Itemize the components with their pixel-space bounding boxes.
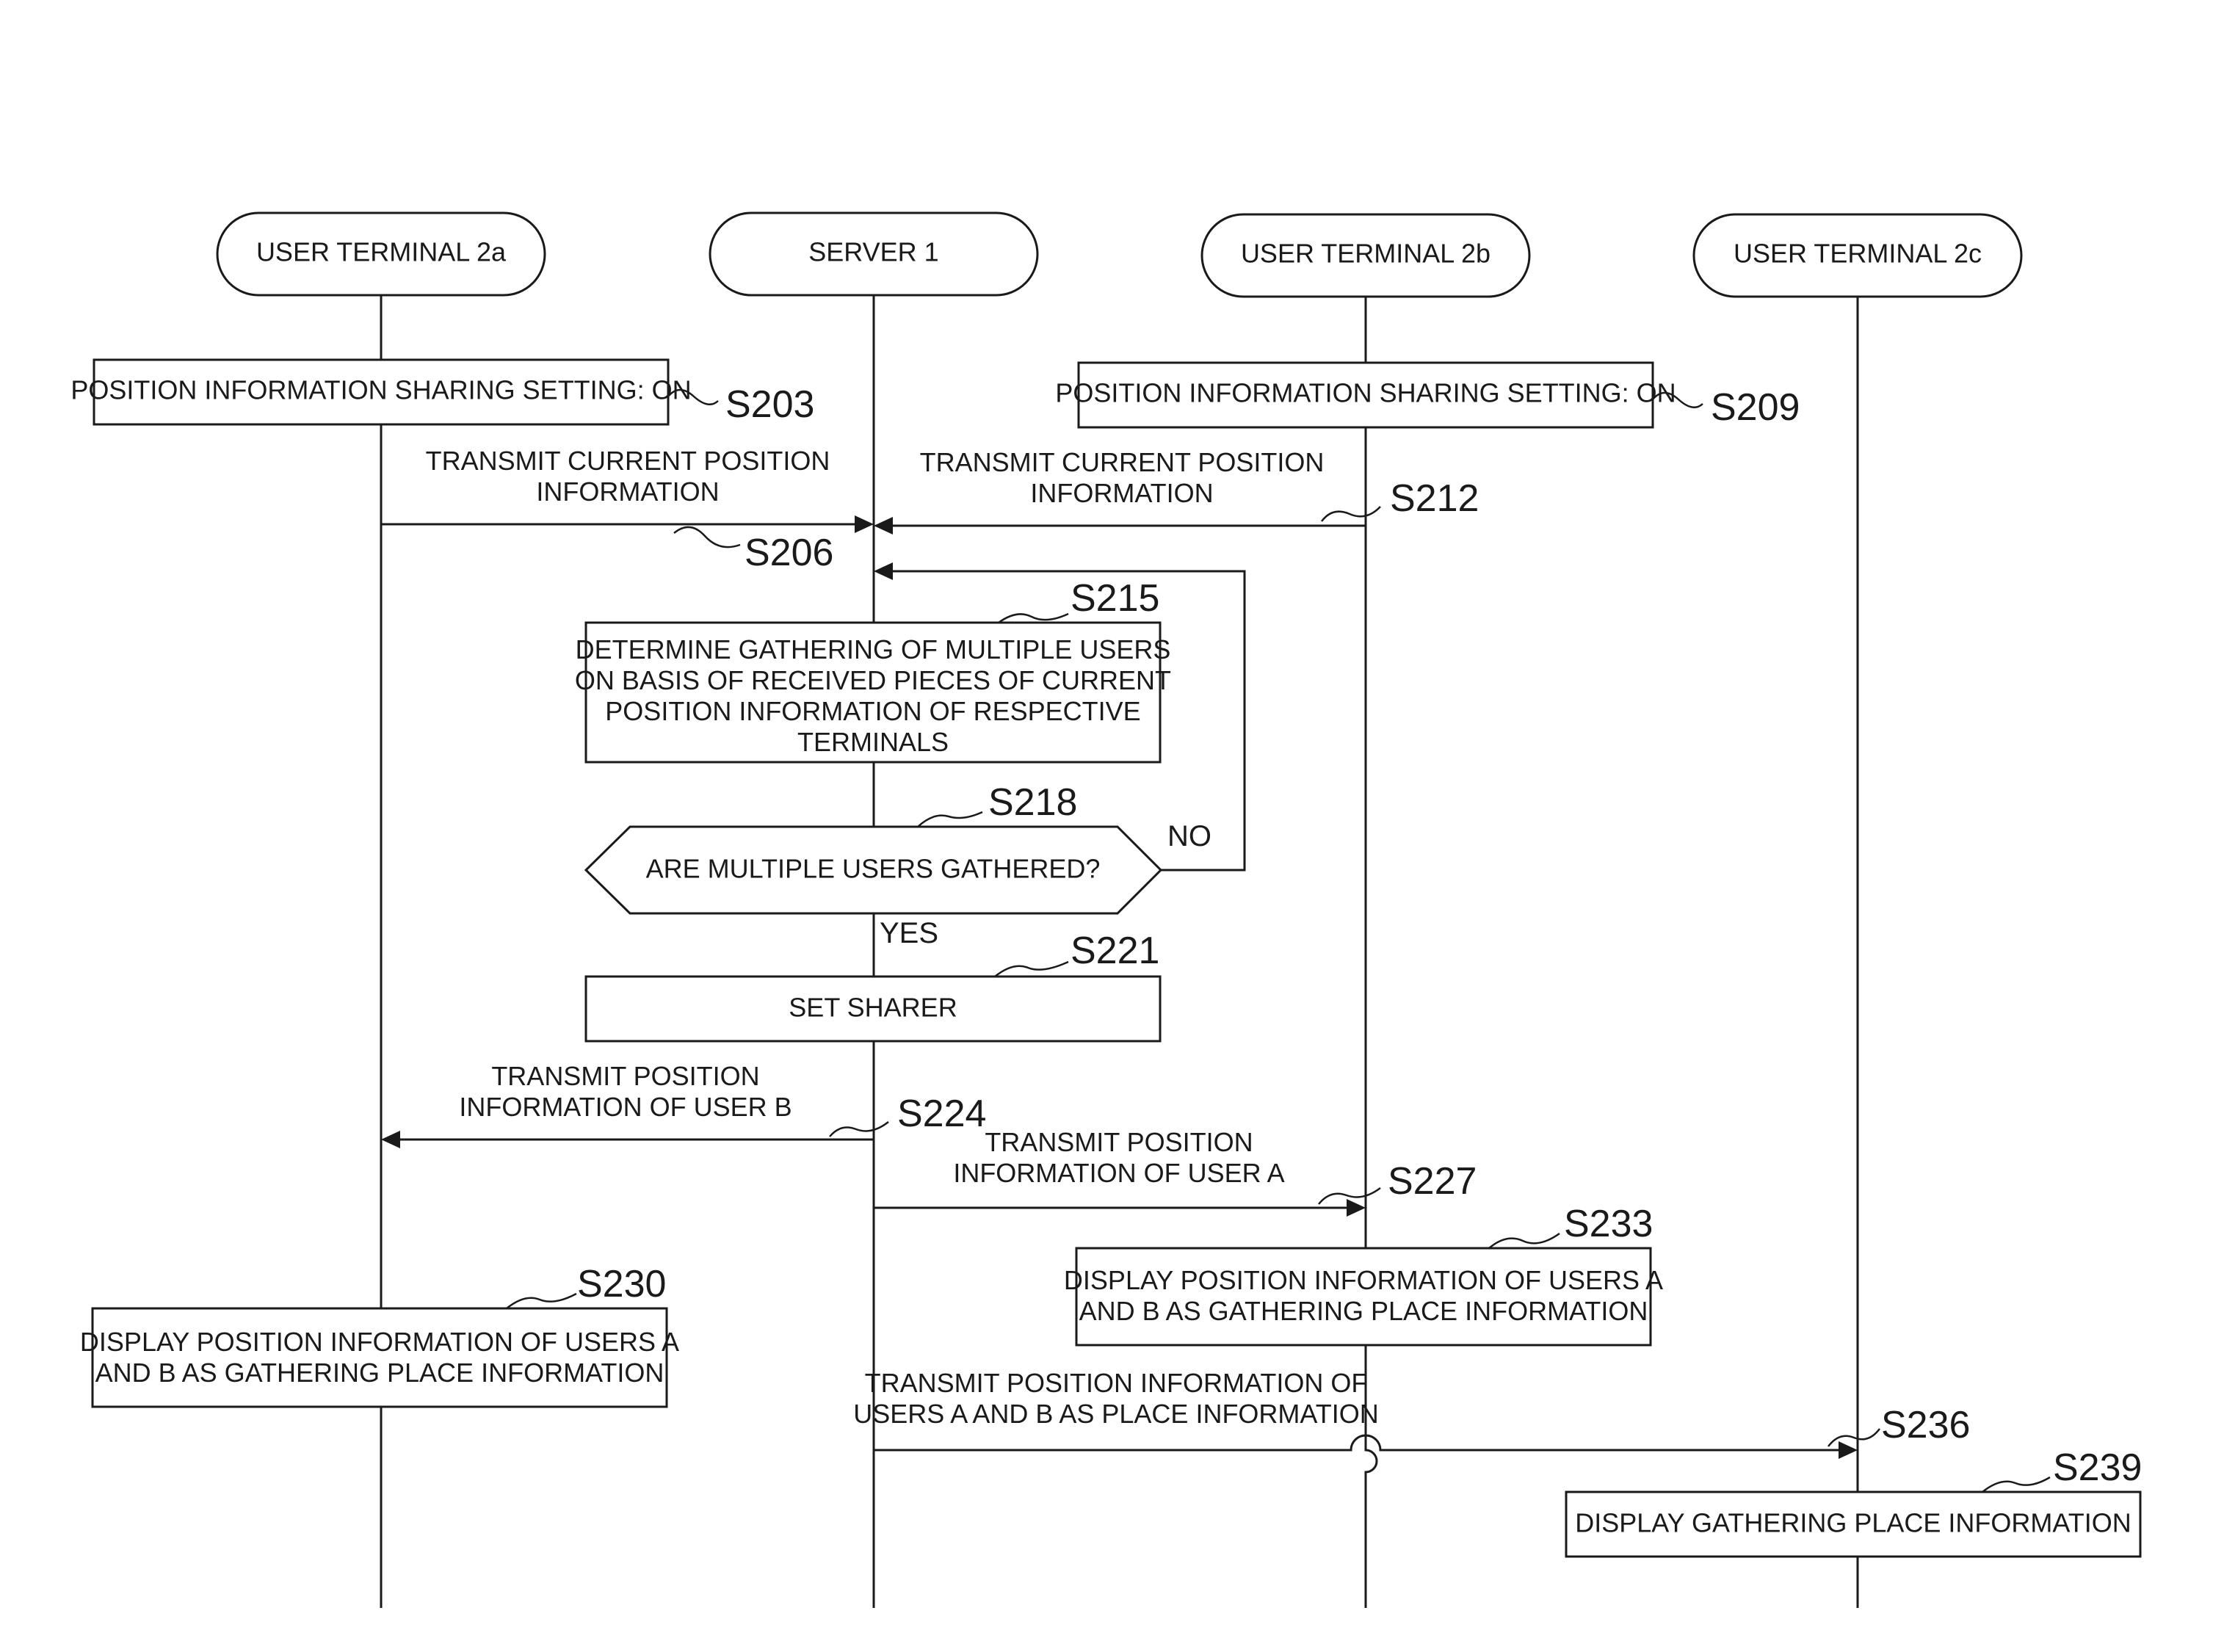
decision-s218: ARE MULTIPLE USERS GATHERED? (586, 827, 1161, 913)
leader-s233 (1489, 1233, 1560, 1248)
arrowhead-s206 (855, 515, 874, 533)
leader-s215 (999, 614, 1068, 623)
message-s236-line1: TRANSMIT POSITION INFORMATION OF (865, 1368, 1368, 1398)
step-label-s206: S206 (745, 532, 833, 574)
leader-s236 (1828, 1429, 1880, 1446)
message-s227-line1: TRANSMIT POSITION (985, 1127, 1253, 1157)
box-text-line1: DISPLAY POSITION INFORMATION OF USERS A (1064, 1265, 1663, 1295)
leader-s206 (674, 527, 740, 547)
leader-s212 (1322, 507, 1380, 521)
box-text-line3: POSITION INFORMATION OF RESPECTIVE (605, 696, 1140, 726)
lane-header-user-terminal-2b: USER TERMINAL 2b (1202, 214, 1529, 297)
message-s212-line1: TRANSMIT CURRENT POSITION (920, 447, 1325, 477)
message-s224-line2: INFORMATION OF USER B (459, 1092, 792, 1122)
box-text-line1: DETERMINE GATHERING OF MULTIPLE USERS (576, 634, 1171, 664)
arrowhead-s227 (1347, 1199, 1366, 1217)
branch-label-yes: YES (880, 917, 938, 949)
box-text: POSITION INFORMATION SHARING SETTING: ON (70, 375, 691, 405)
lane-header-user-terminal-2a: USER TERMINAL 2a (217, 213, 545, 295)
step-label-s236: S236 (1881, 1404, 1970, 1446)
step-label-s239: S239 (2053, 1446, 2142, 1489)
message-s224-line1: TRANSMIT POSITION (491, 1061, 759, 1091)
box-text-line1: DISPLAY POSITION INFORMATION OF USERS A (80, 1327, 679, 1357)
decision-text: ARE MULTIPLE USERS GATHERED? (646, 854, 1101, 884)
step-label-s233: S233 (1564, 1203, 1653, 1245)
box-text: DISPLAY GATHERING PLACE INFORMATION (1575, 1508, 2131, 1538)
leader-s224 (830, 1122, 888, 1137)
branch-label-no: NO (1167, 820, 1211, 852)
leader-s221 (995, 962, 1068, 977)
lane-label: USER TERMINAL 2a (256, 237, 507, 267)
step-label-s215: S215 (1071, 577, 1159, 620)
message-s212-line2: INFORMATION (1030, 478, 1213, 508)
box-s233: DISPLAY POSITION INFORMATION OF USERS A … (1064, 1248, 1663, 1345)
box-s221: SET SHARER (586, 977, 1160, 1041)
step-label-s227: S227 (1388, 1160, 1477, 1203)
step-label-s203: S203 (725, 383, 814, 426)
step-label-s221: S221 (1071, 930, 1159, 972)
lane-header-server-1: SERVER 1 (710, 213, 1037, 295)
arrowhead-loop-back (874, 562, 893, 580)
step-label-s230: S230 (577, 1263, 666, 1305)
box-s203: POSITION INFORMATION SHARING SETTING: ON (70, 360, 691, 424)
box-s239: DISPLAY GATHERING PLACE INFORMATION (1566, 1492, 2140, 1557)
lane-label: SERVER 1 (808, 237, 938, 267)
step-label-s218: S218 (988, 781, 1077, 824)
lane-header-user-terminal-2c: USER TERMINAL 2c (1694, 214, 2021, 297)
message-s236-line2: USERS A AND B AS PLACE INFORMATION (853, 1399, 1379, 1429)
arrowhead-s224 (381, 1131, 400, 1148)
box-text-line2: ON BASIS OF RECEIVED PIECES OF CURRENT (575, 665, 1171, 695)
leader-s239 (1982, 1477, 2050, 1492)
step-label-s212: S212 (1390, 477, 1479, 520)
leader-s218 (918, 812, 982, 827)
step-label-s209: S209 (1711, 386, 1800, 429)
lane-label: USER TERMINAL 2b (1241, 239, 1490, 269)
box-text-line4: TERMINALS (797, 727, 949, 757)
arrowhead-s212 (874, 517, 893, 535)
leader-s230 (507, 1294, 576, 1308)
box-s209: POSITION INFORMATION SHARING SETTING: ON (1055, 363, 1676, 427)
message-s227-line2: INFORMATION OF USER A (953, 1158, 1284, 1188)
box-s230: DISPLAY POSITION INFORMATION OF USERS A … (80, 1308, 679, 1407)
box-s215: DETERMINE GATHERING OF MULTIPLE USERS ON… (575, 623, 1171, 762)
message-s206-line2: INFORMATION (536, 477, 719, 507)
arrow-s236 (874, 1435, 1841, 1450)
step-label-s224: S224 (897, 1093, 986, 1135)
arrowhead-s236 (1839, 1441, 1858, 1459)
lane-label: USER TERMINAL 2c (1734, 239, 1982, 269)
box-text: POSITION INFORMATION SHARING SETTING: ON (1055, 378, 1676, 408)
box-text-line2: AND B AS GATHERING PLACE INFORMATION (95, 1358, 664, 1388)
box-text: SET SHARER (789, 993, 957, 1023)
box-text-line2: AND B AS GATHERING PLACE INFORMATION (1079, 1296, 1648, 1326)
message-s206-line1: TRANSMIT CURRENT POSITION (426, 446, 830, 476)
